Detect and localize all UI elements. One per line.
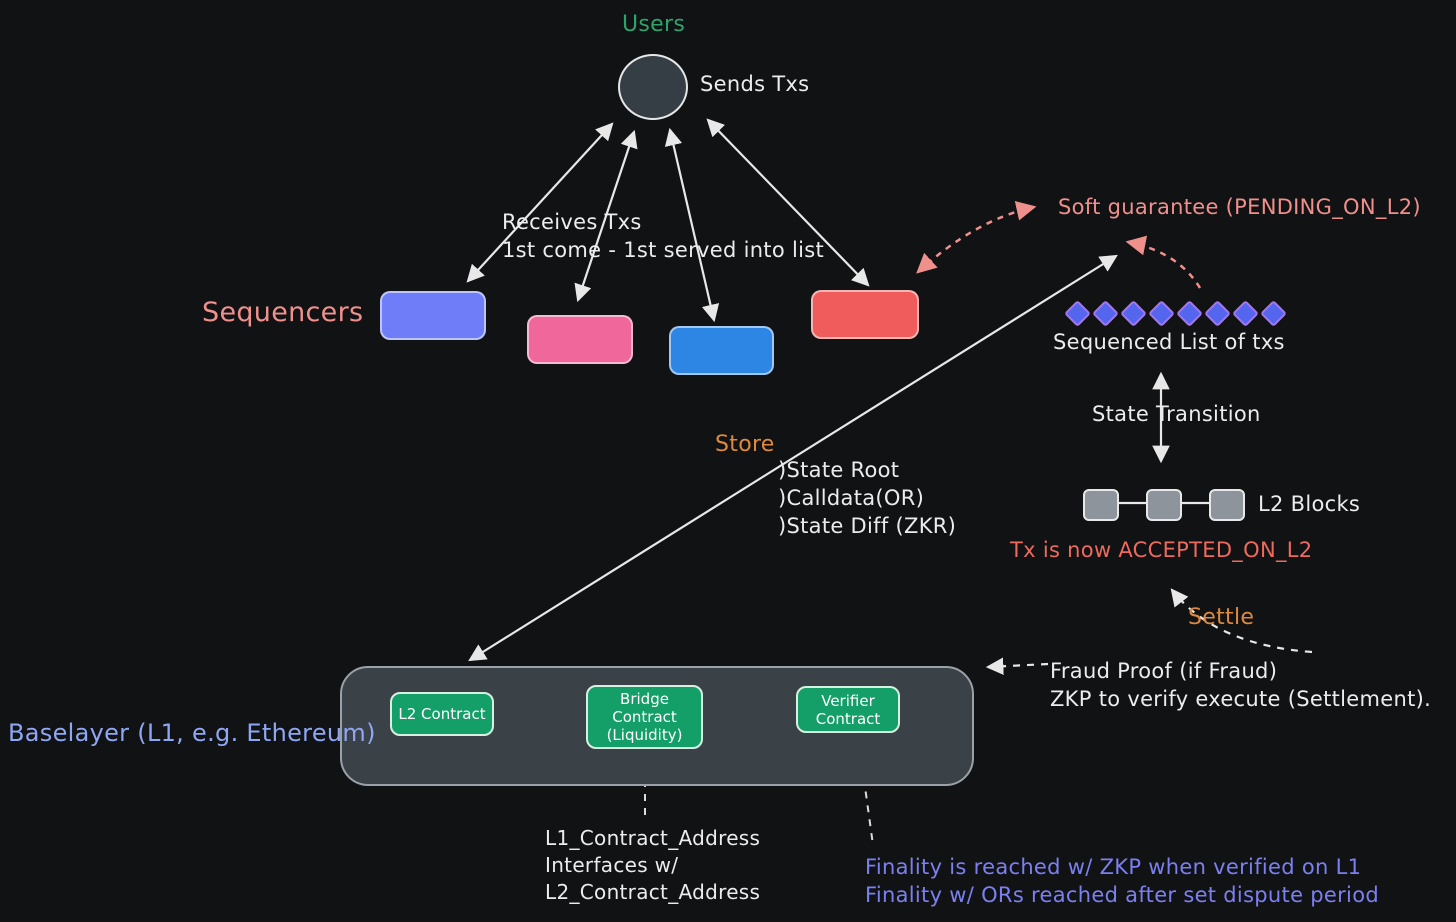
users-node [618, 54, 688, 120]
store-line2: )Calldata(OR) [778, 486, 925, 510]
arrow-users-seq3 [664, 127, 720, 323]
receives-txs-label: Receives Txs [502, 210, 642, 234]
baselayer-label: Baselayer (L1, e.g. Ethereum) [8, 719, 376, 747]
store-label: Store [715, 432, 775, 457]
l2-contract-box: L2 Contract [390, 692, 494, 736]
l1-address-line3: L2_Contract_Address [545, 880, 761, 904]
store-line3: )State Diff (ZKR) [778, 514, 957, 538]
l2-block [1083, 489, 1119, 521]
fraud-proof-line1: Fraud Proof (if Fraud) [1050, 659, 1278, 683]
fraud-proof-line2: ZKP to verify execute (Settlement). [1050, 687, 1432, 711]
bridge-contract-box: Bridge Contract (Liquidity) [586, 685, 703, 749]
tx-diamond [1092, 300, 1119, 327]
sequencer-box-1 [380, 291, 486, 340]
sequencers-label: Sequencers [202, 297, 364, 328]
settle-label: Settle [1188, 605, 1255, 630]
l1-address-line2: Interfaces w/ [545, 853, 679, 877]
store-line1: )State Root [778, 458, 900, 482]
l2-block [1209, 489, 1245, 521]
sequenced-list-label: Sequenced List of txs [1053, 330, 1285, 354]
state-transition-label: State Transition [1092, 402, 1261, 426]
tx-diamond [1176, 300, 1203, 327]
fcfs-label: 1st come - 1st served into list [502, 238, 825, 262]
arrow-soft-guarantee-left [916, 201, 1037, 274]
arrow-soft-guarantee-right [1125, 235, 1202, 289]
sequencer-box-4 [811, 290, 919, 339]
users-label: Users [622, 12, 686, 37]
arrow-fraud-to-baselayer [985, 657, 1049, 676]
finality-line1: Finality is reached w/ ZKP when verified… [865, 855, 1362, 879]
l2-block [1146, 489, 1182, 521]
tx-diamond [1204, 300, 1231, 327]
sends-txs-label: Sends Txs [700, 72, 810, 96]
tx-diamond [1120, 300, 1147, 327]
sequencer-box-2 [527, 315, 633, 364]
tx-diamond [1260, 300, 1287, 327]
l1-address-line1: L1_Contract_Address [545, 826, 761, 850]
verifier-contract-box: Verifier Contract [796, 686, 900, 733]
finality-line2: Finality w/ ORs reached after set disput… [865, 883, 1379, 907]
tx-diamond [1148, 300, 1175, 327]
soft-guarantee-label: Soft guarantee (PENDING_ON_L2) [1058, 195, 1421, 219]
tx-accepted-label: Tx is now ACCEPTED_ON_L2 [1010, 538, 1313, 562]
tx-diamond [1064, 300, 1091, 327]
l2-blocks-label: L2 Blocks [1258, 492, 1361, 516]
tx-diamond [1232, 300, 1259, 327]
sequencer-box-3 [669, 326, 774, 375]
